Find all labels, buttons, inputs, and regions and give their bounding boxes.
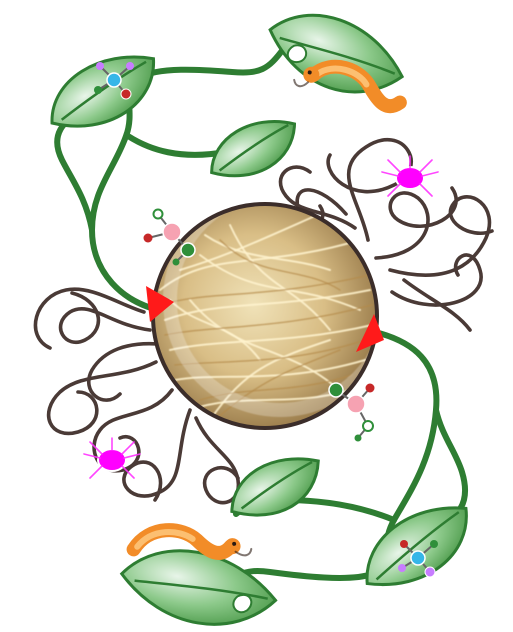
molecule-icon bbox=[163, 223, 181, 241]
magenta-insect-icon bbox=[396, 167, 424, 189]
magenta-insect-icon bbox=[98, 449, 126, 471]
molecule-icon bbox=[411, 551, 425, 565]
molecule-icon bbox=[107, 73, 121, 87]
molecule-icon bbox=[347, 395, 365, 413]
